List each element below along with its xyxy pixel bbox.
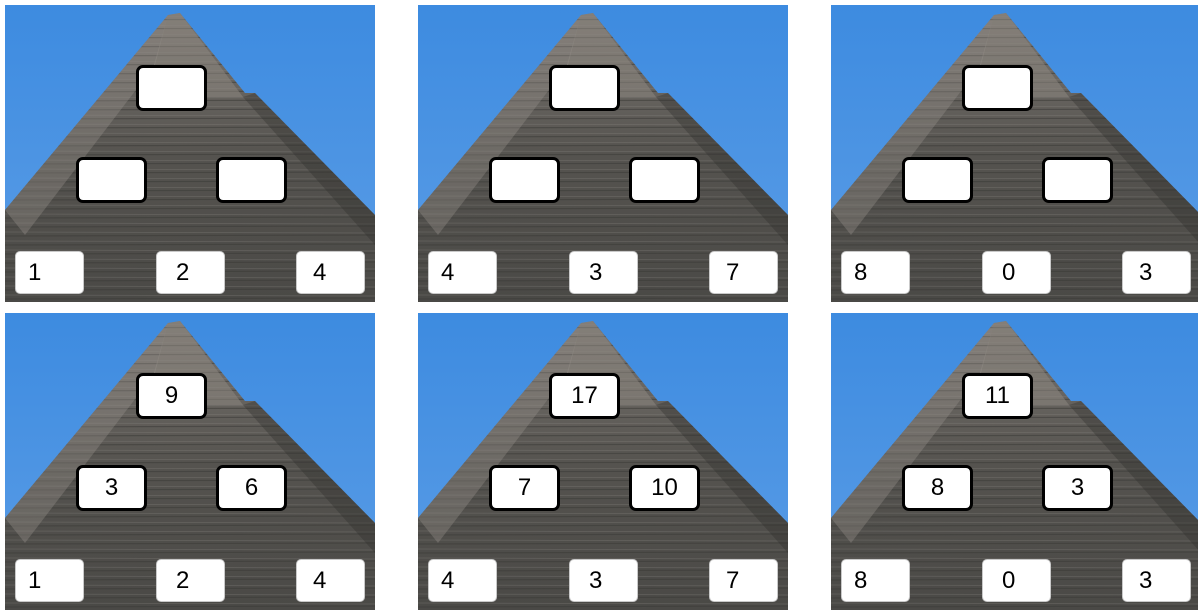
middle-left-cell[interactable] — [902, 157, 973, 203]
pyramid-panel-1: 1 2 4 — [5, 5, 375, 302]
base-right-cell: 7 — [709, 559, 778, 602]
top-cell[interactable]: 11 — [962, 373, 1033, 419]
middle-right-cell[interactable] — [629, 157, 700, 203]
top-cell[interactable] — [962, 65, 1033, 111]
base-middle-cell: 0 — [982, 559, 1051, 602]
top-cell[interactable]: 9 — [136, 373, 207, 419]
base-middle-cell: 2 — [156, 559, 225, 602]
base-left-cell: 4 — [428, 559, 497, 602]
base-middle-cell: 3 — [569, 251, 638, 294]
middle-right-cell[interactable]: 3 — [1042, 465, 1113, 511]
base-right-cell: 7 — [709, 251, 778, 294]
pyramid-panel-4: 9 3 6 1 2 4 — [5, 313, 375, 610]
base-right-cell: 3 — [1122, 251, 1191, 294]
base-middle-cell: 0 — [982, 251, 1051, 294]
pyramid-panel-5: 17 7 10 4 3 7 — [418, 313, 788, 610]
middle-left-cell[interactable]: 3 — [76, 465, 147, 511]
base-left-cell: 8 — [841, 251, 910, 294]
pyramid-panel-2: 4 3 7 — [418, 5, 788, 302]
top-cell[interactable] — [549, 65, 620, 111]
base-right-cell: 4 — [296, 251, 365, 294]
middle-left-cell[interactable] — [76, 157, 147, 203]
top-cell[interactable]: 17 — [549, 373, 620, 419]
base-left-cell: 1 — [15, 251, 84, 294]
base-left-cell: 1 — [15, 559, 84, 602]
middle-left-cell[interactable]: 7 — [489, 465, 560, 511]
middle-right-cell[interactable]: 6 — [216, 465, 287, 511]
base-right-cell: 4 — [296, 559, 365, 602]
middle-left-cell[interactable] — [489, 157, 560, 203]
middle-right-cell[interactable] — [216, 157, 287, 203]
base-right-cell: 3 — [1122, 559, 1191, 602]
base-middle-cell: 2 — [156, 251, 225, 294]
base-left-cell: 4 — [428, 251, 497, 294]
base-middle-cell: 3 — [569, 559, 638, 602]
middle-right-cell[interactable] — [1042, 157, 1113, 203]
base-left-cell: 8 — [841, 559, 910, 602]
middle-right-cell[interactable]: 10 — [629, 465, 700, 511]
top-cell[interactable] — [136, 65, 207, 111]
pyramid-panel-6: 11 8 3 8 0 3 — [831, 313, 1198, 610]
middle-left-cell[interactable]: 8 — [902, 465, 973, 511]
pyramid-panel-3: 8 0 3 — [831, 5, 1198, 302]
